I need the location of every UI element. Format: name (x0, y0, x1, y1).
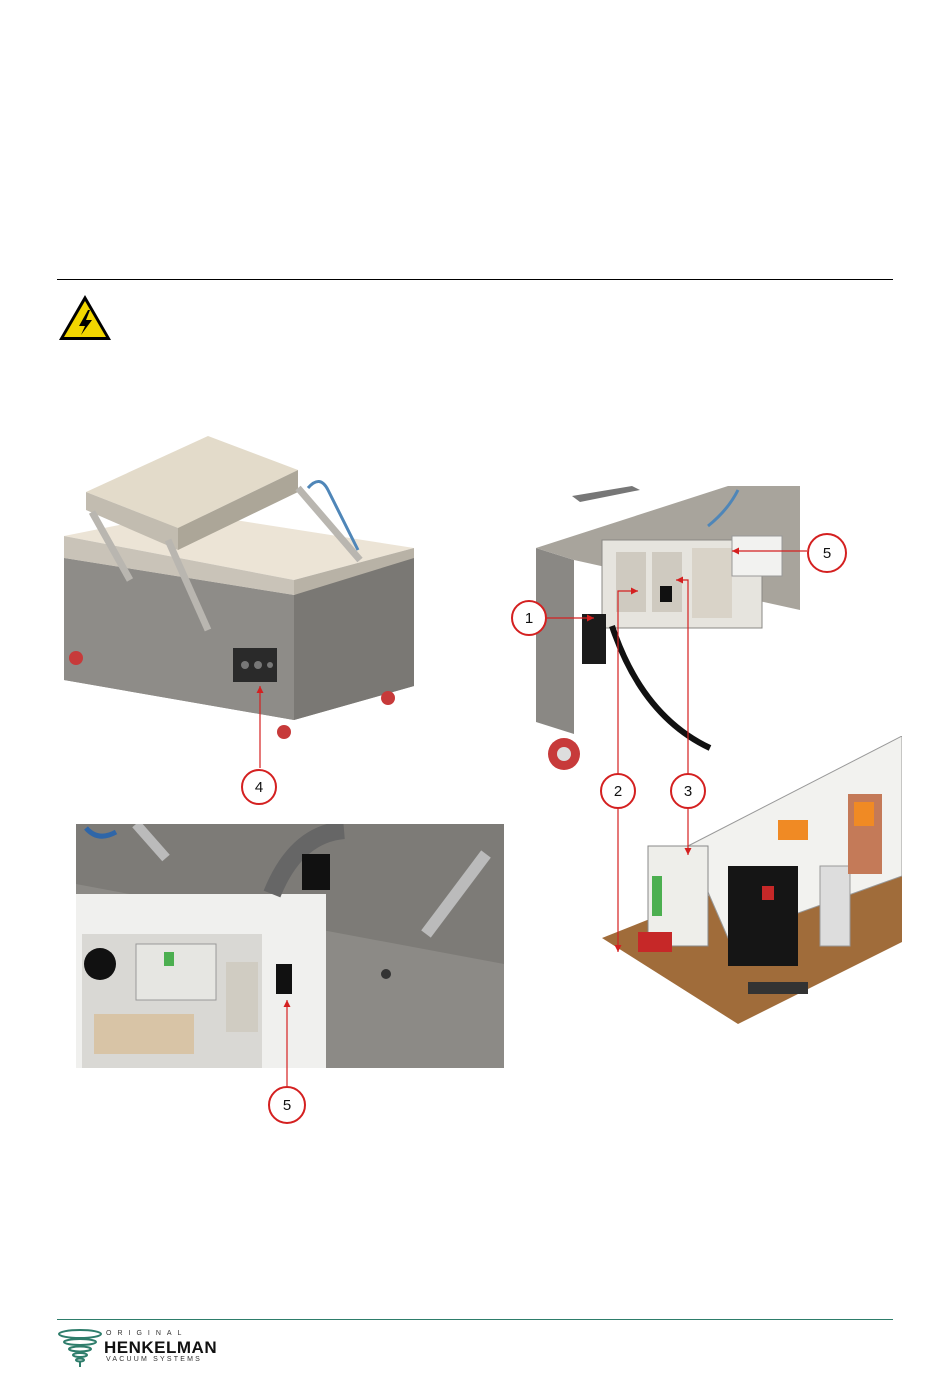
callout-1: 1 (511, 600, 547, 636)
callout-3: 3 (670, 773, 706, 809)
logo-line-subtitle: VACUUM SYSTEMS (106, 1356, 202, 1363)
henkelman-logo-icon (57, 1328, 103, 1368)
callout-2: 2 (600, 773, 636, 809)
callout-5-bottom: 5 (268, 1086, 306, 1124)
logo-line-original: ORIGINAL (106, 1330, 187, 1337)
callout-4: 4 (241, 769, 277, 805)
logo-line-brand: HENKELMAN (104, 1338, 217, 1358)
footer-rule (57, 1319, 893, 1320)
callout-5-top: 5 (807, 533, 847, 573)
